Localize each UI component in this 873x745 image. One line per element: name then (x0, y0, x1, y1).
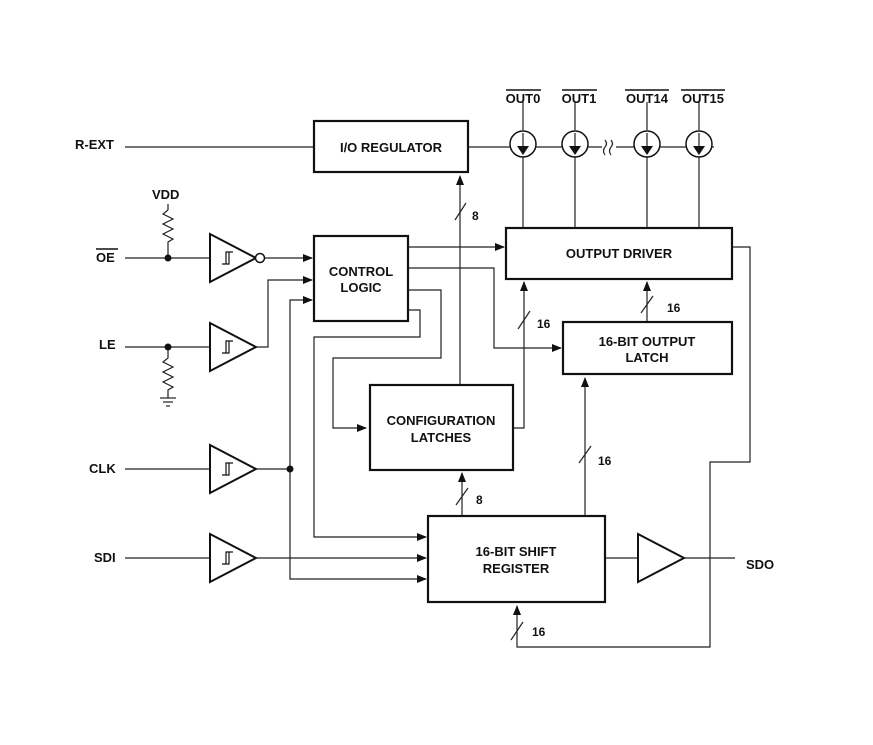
current-sinks (509, 130, 713, 158)
out14-label: OUT14 (626, 91, 669, 106)
current-sink-out14 (633, 130, 661, 158)
bus-width-labels: 8 16 16 16 8 16 (472, 209, 681, 639)
oe-label: OE (96, 250, 115, 265)
driver-bus-width: 16 (537, 317, 551, 331)
regulator-bus-width: 8 (472, 209, 479, 223)
out1-label: OUT1 (562, 91, 597, 106)
current-sink-out15 (685, 130, 713, 158)
io-regulator-label: I/O REGULATOR (340, 140, 443, 155)
sdo-label: SDO (746, 557, 774, 572)
le-buffer (209, 321, 259, 373)
shift-register-block: 16-BIT SHIFT REGISTER (426, 514, 607, 604)
bus-break-symbol (602, 139, 614, 156)
config-latches-label-line2: LATCHES (411, 430, 472, 445)
output-latch-block: 16-BIT OUTPUT LATCH (561, 320, 734, 376)
out15-label: OUT15 (682, 91, 724, 106)
wires (125, 102, 751, 648)
shift-to-latch-bus-width: 16 (598, 454, 612, 468)
current-sink-out1 (561, 130, 589, 158)
shift-register-label-line2: REGISTER (483, 561, 550, 576)
vdd-label: VDD (152, 187, 179, 202)
io-regulator-block: I/O REGULATOR (312, 119, 470, 174)
oe-buffer (209, 232, 266, 284)
signal-labels: R-EXT VDD OE LE CLK SDI SDO (75, 137, 774, 572)
clk-buffer (209, 443, 259, 495)
latch-to-driver-bus-width: 16 (667, 301, 681, 315)
sdi-buffer (209, 532, 259, 584)
r-ext-label: R-EXT (75, 137, 114, 152)
clk-label: CLK (89, 461, 116, 476)
control-logic-block: CONTROL LOGIC (312, 234, 410, 323)
config-latches-block: CONFIGURATION LATCHES (368, 383, 515, 472)
output-driver-label: OUTPUT DRIVER (566, 246, 673, 261)
output-labels: OUT0 OUT1 OUT14 OUT15 (506, 89, 725, 106)
output-driver-block: OUTPUT DRIVER (504, 226, 734, 281)
current-sink-out0 (509, 130, 537, 158)
out0-label: OUT0 (506, 91, 541, 106)
le-label: LE (99, 337, 116, 352)
shift-register-label-line1: 16-BIT SHIFT (476, 544, 557, 559)
config-latches-label-line1: CONFIGURATION (387, 413, 496, 428)
output-latch-label-line2: LATCH (625, 350, 668, 365)
sdi-label: SDI (94, 550, 116, 565)
control-logic-label-line1: CONTROL (329, 264, 393, 279)
feedback-bus-width: 16 (532, 625, 546, 639)
shift-to-config-bus-width: 8 (476, 493, 483, 507)
control-logic-label-line2: LOGIC (340, 280, 382, 295)
output-latch-label-line1: 16-BIT OUTPUT (599, 334, 696, 349)
junction-dots (164, 254, 294, 473)
sdo-buffer (637, 532, 687, 584)
